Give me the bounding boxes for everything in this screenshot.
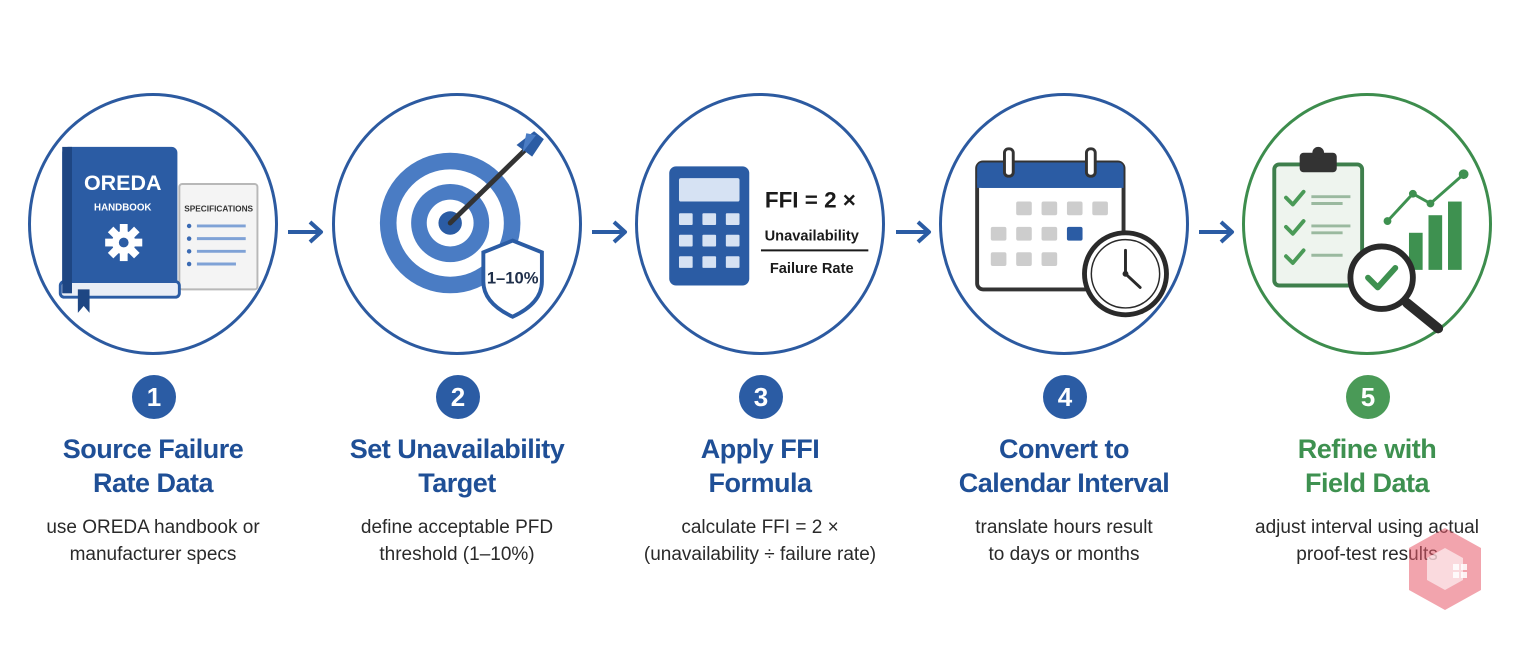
arrow-right-icon (1199, 220, 1234, 244)
step-title: Apply FFI Formula (610, 432, 910, 500)
formula-numerator: Unavailability (765, 229, 860, 245)
step-description: translate hours result to days or months (914, 514, 1214, 568)
step-1-icon-circle: SPECIFICATIONS OREDA HANDBOOK (28, 93, 278, 355)
step-description-line: adjust interval using actual (1255, 517, 1479, 538)
step-4-icon-circle (939, 93, 1189, 355)
step-description-line: calculate FFI = 2 × (681, 517, 839, 538)
step-description: use OREDA handbook or manufacturer specs (3, 514, 303, 568)
formula-denominator: Failure Rate (770, 261, 854, 277)
arrow-right-icon (288, 220, 323, 244)
magnifier-icon (1347, 243, 1444, 334)
calendar-clock-icon (975, 147, 1169, 318)
arrow-right-icon (896, 220, 931, 244)
calculator-icon: FFI = 2 × Unavailability Failure Rate (669, 166, 869, 286)
shield-icon: 1–10% (481, 238, 544, 319)
step-3-icon-circle: FFI = 2 × Unavailability Failure Rate (635, 93, 885, 355)
watermark-logo-icon (1409, 528, 1481, 610)
step-description-line: proof-test results (1296, 544, 1438, 565)
step-title: Set Unavailability Target (307, 432, 607, 500)
step-description: calculate FFI = 2 × (unavailability ÷ fa… (610, 514, 910, 568)
step-description: adjust interval using actual proof-test … (1217, 514, 1517, 568)
handbook-icon: SPECIFICATIONS OREDA HANDBOOK (58, 146, 259, 313)
step-description-line: manufacturer specs (69, 544, 237, 565)
step-description-line: translate hours result (975, 517, 1153, 538)
step-title-line: Target (418, 468, 496, 498)
step-title-line: Formula (708, 468, 812, 498)
step-title-line: Apply FFI (700, 434, 820, 464)
step-description: define acceptable PFD threshold (1–10%) (307, 514, 607, 568)
step-2-icon-circle: 1–10% (332, 93, 582, 355)
step-title-line: Set Unavailability (349, 434, 565, 464)
step-description-line: define acceptable PFD (360, 517, 554, 538)
shield-label: 1–10% (487, 269, 539, 288)
step-title-line: Rate Data (92, 468, 214, 498)
step-title-line: Calendar Interval (958, 468, 1170, 498)
step-number: 2 (436, 375, 480, 419)
step-2: 1–10% 2 Set Unavailability Target define… (307, 0, 607, 672)
step-number: 5 (1346, 375, 1390, 419)
step-description-line: use OREDA handbook or (46, 517, 260, 538)
book-subtitle: HANDBOOK (94, 202, 151, 213)
gear-icon (105, 224, 143, 262)
formula-head: FFI = 2 × (765, 187, 856, 212)
step-title: Source Failure Rate Data (3, 432, 303, 500)
step-1: SPECIFICATIONS OREDA HANDBOOK (3, 0, 303, 672)
step-title-line: Convert to (999, 434, 1130, 464)
step-description-line: threshold (1–10%) (379, 544, 535, 565)
step-5-icon-circle (1242, 93, 1492, 355)
step-title: Refine with Field Data (1217, 432, 1517, 500)
step-title-line: Field Data (1304, 468, 1430, 498)
clipboard-chart-icon (1272, 146, 1469, 334)
step-5: 5 Refine with Field Data adjust interval… (1217, 0, 1517, 672)
arrow-right-icon (592, 220, 627, 244)
step-title: Convert to Calendar Interval (914, 432, 1214, 500)
specifications-label: SPECIFICATIONS (184, 203, 253, 213)
step-number: 1 (132, 375, 176, 419)
step-description-line: (unavailability ÷ failure rate) (643, 544, 877, 565)
step-4: 4 Convert to Calendar Interval translate… (914, 0, 1214, 672)
step-title-line: Source Failure (62, 434, 244, 464)
step-number: 3 (739, 375, 783, 419)
step-title-line: Refine with (1297, 434, 1437, 464)
step-3: FFI = 2 × Unavailability Failure Rate 3 … (610, 0, 910, 672)
clock-icon (1082, 230, 1169, 318)
target-icon: 1–10% (379, 131, 544, 319)
step-description-line: to days or months (988, 544, 1140, 565)
step-number: 4 (1043, 375, 1087, 419)
book-title: OREDA (84, 171, 162, 195)
